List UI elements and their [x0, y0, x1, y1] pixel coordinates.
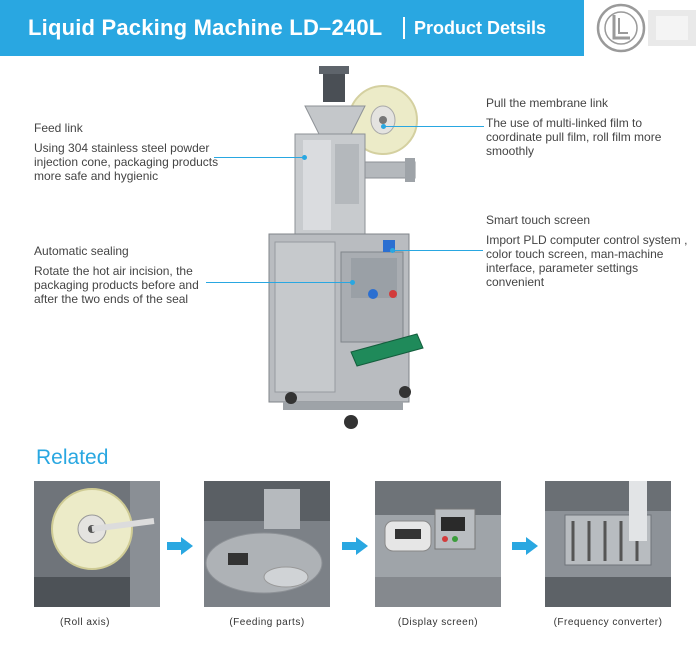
touch-screen-description: Import PLD computer control system , col…	[486, 233, 688, 289]
automatic-sealing-marker	[350, 280, 355, 285]
feed-link-marker	[302, 155, 307, 160]
roll-axis-photo	[34, 481, 160, 607]
feed-link-leader	[214, 157, 304, 158]
feeding-parts-photo	[204, 481, 330, 607]
arrow-right-icon	[342, 537, 368, 555]
machine-illustration	[268, 66, 424, 429]
membrane-link-leader	[384, 126, 484, 127]
automatic-sealing-leader	[206, 282, 352, 283]
membrane-link-title: Pull the membrane link	[486, 96, 609, 110]
arrow-right-icon	[167, 537, 193, 555]
frequency-converter-photo	[545, 481, 671, 607]
automatic-sealing-description: Rotate the hot air incision, the packagi…	[34, 264, 199, 306]
feed-link-title: Feed link	[34, 121, 83, 135]
page-subtitle: Product Detsils	[414, 18, 547, 38]
arrow-right-icon	[512, 537, 538, 555]
frequency-converter-caption: (Frequency converter)	[553, 617, 663, 628]
display-screen-caption: (Display screen)	[397, 617, 479, 628]
roll-axis-caption: (Roll axis)	[60, 617, 110, 628]
touch-screen-leader	[393, 250, 483, 251]
touch-screen-marker	[390, 248, 395, 253]
feed-link-description: Using 304 stainless steel powder injecti…	[34, 141, 219, 183]
touch-screen-title: Smart touch screen	[486, 213, 591, 227]
membrane-link-description: The use of multi-linked film to coordina…	[486, 116, 662, 158]
automatic-sealing-title: Automatic sealing	[34, 244, 129, 258]
membrane-link-marker	[381, 124, 386, 129]
page-title: Liquid Packing Machine LD–240L	[28, 15, 383, 40]
related-heading: Related	[36, 446, 109, 469]
feeding-parts-caption: (Feeding parts)	[229, 617, 305, 628]
display-screen-photo	[375, 481, 501, 607]
brand-logo-icon	[588, 0, 700, 56]
header-banner: Liquid Packing Machine LD–240L Product D…	[0, 0, 584, 56]
title-separator	[403, 17, 405, 39]
